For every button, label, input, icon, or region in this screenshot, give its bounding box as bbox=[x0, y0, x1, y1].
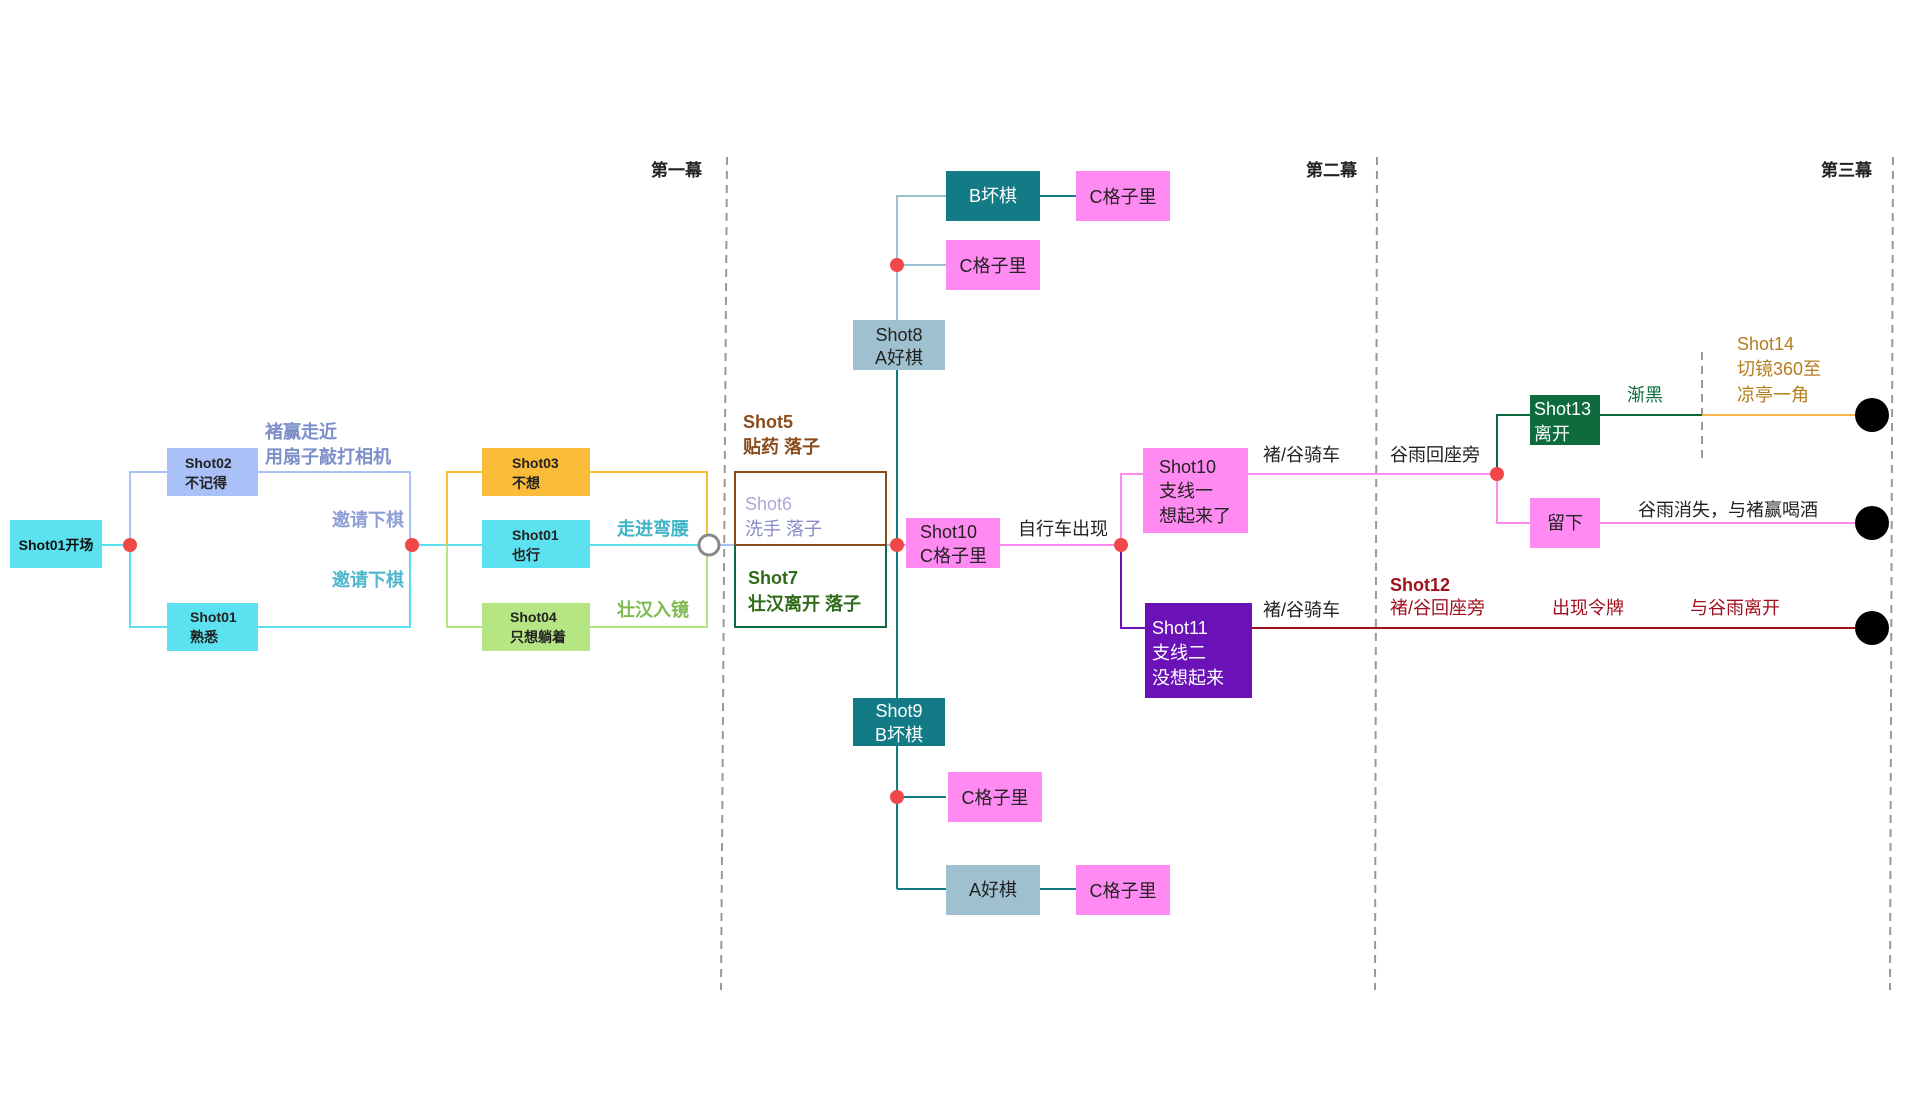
act1-divider bbox=[720, 156, 728, 991]
node-shot11-title: Shot11 bbox=[1152, 618, 1208, 638]
node-shot6-sub: 洗手 落子 bbox=[745, 519, 822, 539]
act-dividers bbox=[720, 156, 1894, 991]
act2-title: 第二幕 bbox=[1306, 160, 1358, 180]
node-shot10-c-sub: C格子里 bbox=[920, 546, 987, 566]
node-stay[interactable] bbox=[1530, 498, 1600, 548]
node-shot04-title: Shot04 bbox=[510, 609, 557, 625]
junction-dot-top bbox=[890, 258, 904, 272]
node-shot03[interactable] bbox=[482, 448, 590, 496]
node-c-inside-4[interactable] bbox=[1076, 865, 1170, 915]
node-shot10-branch1-sub: 支线一 bbox=[1159, 481, 1213, 501]
node-shot01-open-label: Shot01开场 bbox=[19, 537, 94, 553]
label-invite-2: 邀请下棋 bbox=[332, 569, 404, 590]
node-shot7-sub: 壮汉离开 落子 bbox=[748, 593, 861, 614]
label-invite-1: 邀请下棋 bbox=[332, 509, 404, 530]
junction-dot-start bbox=[123, 538, 137, 552]
node-c-inside-2-label: C格子里 bbox=[960, 256, 1027, 276]
node-shot8-sub: A好棋 bbox=[875, 348, 923, 368]
node-c-inside-1-label: C格子里 bbox=[1090, 187, 1157, 207]
node-shot03-title: Shot03 bbox=[512, 455, 559, 471]
junction-dot-guyu bbox=[1490, 467, 1504, 481]
act2-divider bbox=[1374, 156, 1378, 991]
node-stay-label: 留下 bbox=[1547, 513, 1583, 533]
label-ride-1: 褚/谷骑车 bbox=[1263, 445, 1340, 465]
label-shot14-sub2: 凉亭一角 bbox=[1737, 385, 1809, 405]
node-a-good-label: A好棋 bbox=[969, 880, 1017, 900]
node-shot04-sub: 只想躺着 bbox=[510, 629, 566, 645]
node-shot7-title: Shot7 bbox=[748, 568, 798, 588]
node-b-bad-top[interactable] bbox=[946, 171, 1040, 221]
node-shot10-c-title: Shot10 bbox=[920, 522, 977, 542]
node-c-inside-2[interactable] bbox=[946, 240, 1040, 290]
end-node-3 bbox=[1855, 611, 1889, 645]
node-shot8-title: Shot8 bbox=[875, 325, 922, 345]
label-bike-appear: 自行车出现 bbox=[1018, 519, 1108, 539]
node-c-inside-4-label: C格子里 bbox=[1090, 881, 1157, 901]
label-token-appear: 出现令牌 bbox=[1552, 598, 1624, 618]
node-shot9-title: Shot9 bbox=[875, 701, 922, 721]
label-shot5-sub: 贴药 落子 bbox=[743, 436, 820, 457]
node-shot13-title: Shot13 bbox=[1534, 399, 1591, 419]
node-shot02-title: Shot02 bbox=[185, 455, 232, 471]
junctions bbox=[123, 258, 1889, 804]
node-shot01-also-title: Shot01 bbox=[512, 527, 559, 543]
junction-dot-bike bbox=[1114, 538, 1128, 552]
act3-divider bbox=[1889, 156, 1894, 991]
label-shot14-sub1: 切镜360至 bbox=[1737, 359, 1821, 379]
label-guyu-back: 谷雨回座旁 bbox=[1390, 445, 1480, 465]
junction-dot-center bbox=[890, 538, 904, 552]
node-shot01-familiar[interactable] bbox=[167, 603, 258, 651]
node-shot9[interactable] bbox=[853, 698, 945, 746]
node-shot9-sub: B坏棋 bbox=[875, 725, 923, 745]
node-shot11-sub: 支线二 bbox=[1152, 643, 1206, 663]
act1-title: 第一幕 bbox=[651, 160, 703, 180]
node-a-good[interactable] bbox=[946, 865, 1040, 915]
node-shot03-sub: 不想 bbox=[512, 475, 540, 491]
label-walk-bend: 走进弯腰 bbox=[617, 518, 689, 539]
junction-dot-invite bbox=[405, 538, 419, 552]
end-node-2 bbox=[1855, 506, 1889, 540]
node-shot01-also[interactable] bbox=[482, 520, 590, 568]
node-shot11[interactable] bbox=[1145, 603, 1252, 698]
node-shot10-branch1-title: Shot10 bbox=[1159, 457, 1216, 477]
node-shot6-title: Shot6 bbox=[745, 494, 792, 514]
label-ride-2: 褚/谷骑车 bbox=[1263, 600, 1340, 620]
label-shot12-sub: 褚/谷回座旁 bbox=[1390, 598, 1485, 618]
node-shot04[interactable] bbox=[482, 603, 590, 651]
node-shot02-sub: 不记得 bbox=[185, 475, 227, 491]
label-shot5-title: Shot5 bbox=[743, 412, 793, 432]
junction-hollow-circle bbox=[697, 533, 721, 557]
node-shot11-desc: 没想起来 bbox=[1152, 668, 1224, 688]
node-shot02[interactable] bbox=[167, 448, 258, 496]
node-shot8[interactable] bbox=[853, 320, 945, 370]
label-guyu-vanish: 谷雨消失，与褚赢喝酒 bbox=[1638, 499, 1818, 520]
label-leave-with-guyu: 与谷雨离开 bbox=[1690, 598, 1780, 618]
node-shot10-c[interactable] bbox=[906, 518, 1000, 568]
label-shot12-title: Shot12 bbox=[1390, 575, 1450, 595]
node-shot01-open[interactable] bbox=[10, 520, 102, 568]
node-shot13[interactable] bbox=[1530, 395, 1600, 445]
node-shot01-familiar-title: Shot01 bbox=[190, 609, 237, 625]
act3-title: 第三幕 bbox=[1821, 160, 1873, 180]
node-shot13-sub: 离开 bbox=[1534, 424, 1570, 444]
node-shot01-familiar-sub: 熟悉 bbox=[190, 629, 219, 645]
node-shot10-branch1-desc: 想起来了 bbox=[1159, 506, 1231, 526]
label-chu-near-1: 褚赢走近 bbox=[265, 421, 337, 442]
node-shot01-also-sub: 也行 bbox=[512, 547, 540, 563]
node-c-inside-1[interactable] bbox=[1076, 171, 1170, 221]
label-chu-near-2: 用扇子敲打相机 bbox=[265, 446, 391, 467]
end-node-1 bbox=[1855, 398, 1889, 432]
node-c-inside-3[interactable] bbox=[948, 772, 1042, 822]
node-shot10-branch1[interactable] bbox=[1143, 448, 1248, 533]
label-strong-enter: 壮汉入镜 bbox=[617, 599, 689, 620]
node-b-bad-top-label: B坏棋 bbox=[969, 186, 1017, 206]
label-shot14-title: Shot14 bbox=[1737, 334, 1794, 354]
junction-dot-bottom bbox=[890, 790, 904, 804]
node-c-inside-3-label: C格子里 bbox=[962, 788, 1029, 808]
label-fade-black: 渐黑 bbox=[1627, 385, 1663, 405]
